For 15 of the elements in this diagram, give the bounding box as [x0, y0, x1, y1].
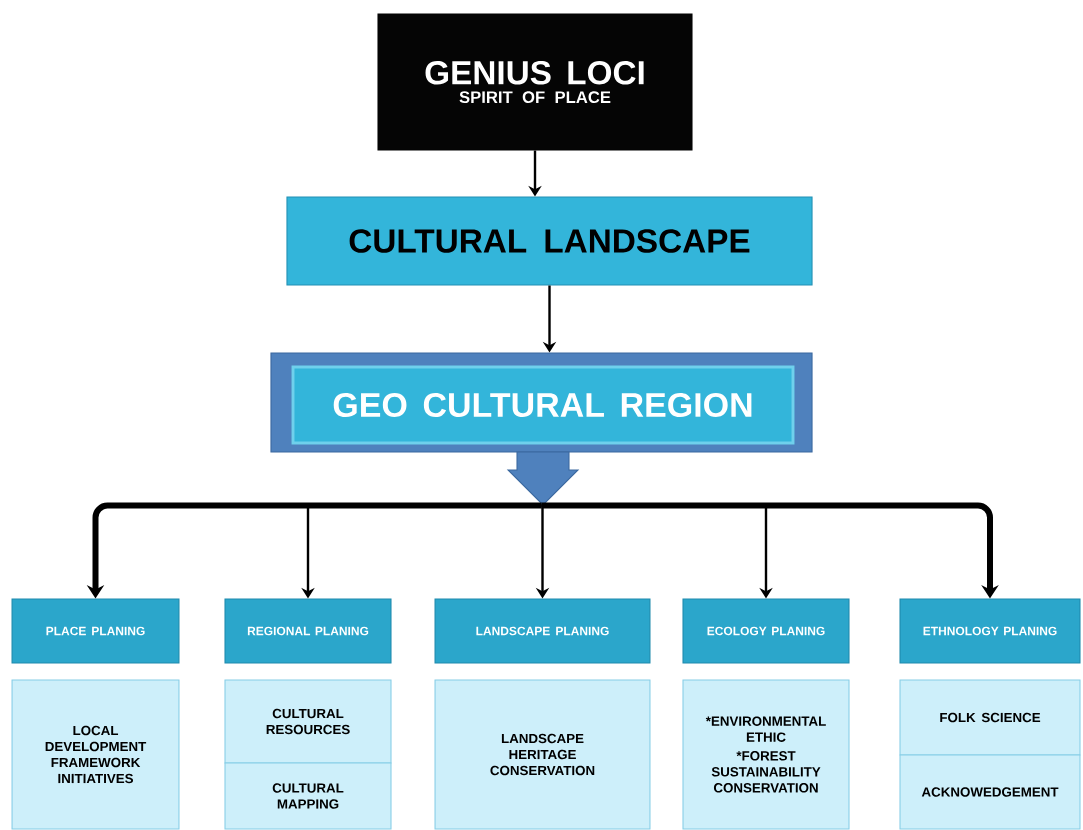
- content-box: CULTURAL RESOURCES: [224, 679, 392, 764]
- title-box: GENIUS LOCI SPIRIT OF PLACE: [377, 13, 693, 151]
- planning-header: REGIONAL PLANING: [224, 598, 392, 664]
- content-box: LOCAL DEVELOPMENT FRAMEWORK INITIATIVES: [11, 679, 180, 830]
- concept-box: CULTURAL LANDSCAPE: [286, 196, 813, 286]
- content-box: ACKNOWEDGEMENT: [899, 754, 1081, 830]
- planning-header: ETHNOLOGY PLANING: [899, 598, 1081, 664]
- region-box: GEO CULTURAL REGION: [291, 365, 795, 445]
- content-box: *ENVIRONMENTAL ETHIC *FOREST SUSTAINABILITY CONSERVATION: [682, 679, 850, 830]
- content-box: CULTURAL MAPPING: [224, 762, 392, 830]
- planning-header: ECOLOGY PLANING: [682, 598, 850, 664]
- content-box: LANDSCAPE HERITAGE CONSERVATION: [434, 679, 651, 830]
- planning-header: LANDSCAPE PLANING: [434, 598, 651, 664]
- planning-header: PLACE PLANING: [11, 598, 180, 664]
- content-box: FOLK SCIENCE: [899, 679, 1081, 756]
